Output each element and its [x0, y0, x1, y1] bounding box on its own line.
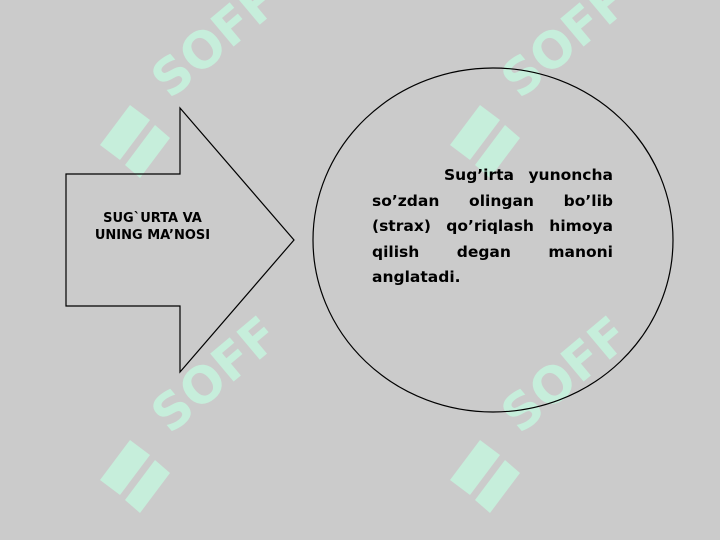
ellipse-shape — [312, 67, 674, 413]
soff-logo-icon — [100, 105, 170, 178]
soff-logo-icon — [450, 440, 520, 513]
block-arrow-shape — [65, 106, 295, 374]
arrow-label-line-1: SUG`URTA VA — [103, 211, 202, 226]
ellipse-text: Sug’irta yunoncha so’zdan olingan bo’lib… — [372, 166, 613, 286]
arrow-label: SUG`URTA VA UNING MA’NOSI — [80, 210, 225, 244]
arrow-label-line-2: UNING MA’NOSI — [94, 228, 211, 243]
soff-logo-icon — [100, 440, 170, 513]
soff-logo-icon — [450, 105, 520, 178]
